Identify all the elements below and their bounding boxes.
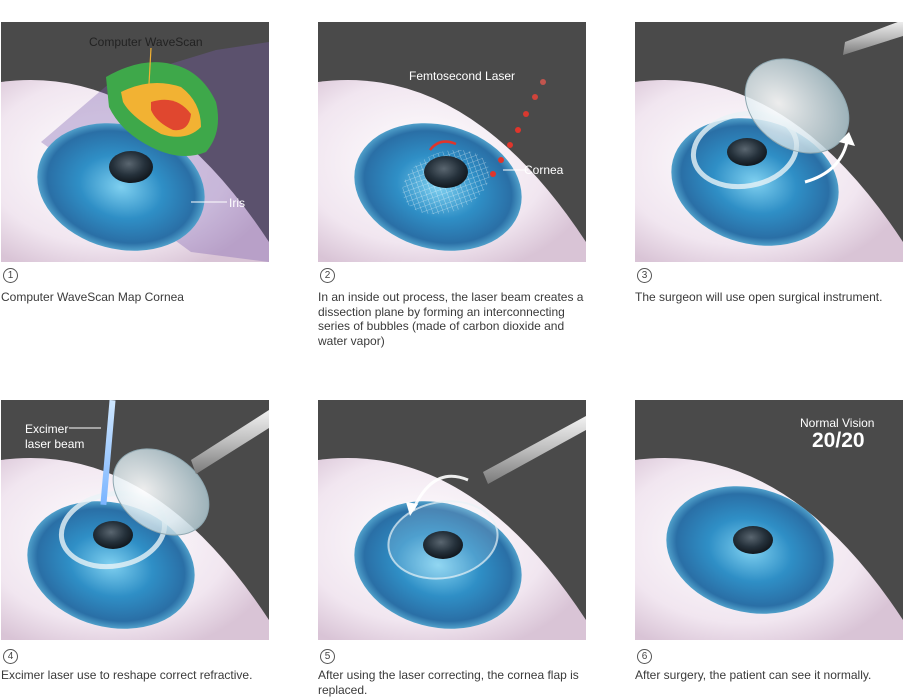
wavescan-map-peak (151, 99, 191, 131)
excimer-beam (100, 400, 116, 506)
corneal-flap (744, 58, 850, 154)
pupil (424, 156, 468, 188)
step-number: 6 (637, 649, 652, 664)
laser-dot (523, 111, 529, 117)
normal-vision-label: Normal Vision (800, 416, 875, 430)
step-number: 3 (637, 268, 652, 283)
step-caption: In an inside out process, the laser beam… (318, 290, 584, 348)
iris (354, 501, 522, 629)
step-caption: Computer WaveScan Map Cornea (1, 290, 184, 304)
excimer-label-line1: Excimer (25, 422, 69, 436)
pupil (733, 526, 773, 554)
lift-arrow-head (839, 132, 855, 146)
surgical-instrument (191, 410, 269, 474)
pupil (93, 521, 133, 549)
corneal-flap (112, 448, 210, 536)
surgical-instrument (483, 416, 586, 484)
panel-flap-lift (635, 22, 903, 262)
femtosecond-laser-label: Femtosecond Laser (409, 69, 516, 83)
laser-path-arrow (429, 140, 457, 151)
surgical-instrument (843, 22, 903, 55)
replace-arrow-head (406, 502, 418, 516)
step-number: 4 (3, 649, 18, 664)
laser-dot (532, 94, 538, 100)
laser-dot (540, 79, 546, 85)
step-caption: Excimer laser use to reshape correct ref… (1, 668, 253, 682)
panel-flap-replaced (318, 400, 586, 640)
excimer-label-line2: laser beam (25, 437, 85, 451)
laser-dot (490, 171, 496, 177)
laser-dot (498, 157, 504, 163)
vision-ratio: 20/20 (812, 429, 865, 452)
step-caption: After using the laser correcting, the co… (318, 668, 579, 697)
panel-femtosecond: Femtosecond Laser Cornea (318, 22, 586, 262)
pupil (423, 531, 463, 559)
cornea-label: Cornea (524, 163, 564, 177)
step-number: 2 (320, 268, 335, 283)
lift-arrow (804, 141, 849, 184)
step-number: 5 (320, 649, 335, 664)
laser-dot (507, 142, 513, 148)
pupil (727, 138, 767, 166)
wavescan-label: Computer WaveScan (89, 35, 203, 49)
panel-excimer: Excimer laser beam (1, 400, 269, 640)
laser-dot (515, 127, 521, 133)
replace-arrow (411, 474, 469, 511)
panel-normal-vision: Normal Vision 20/20 (635, 400, 903, 640)
iris-label: Iris (229, 196, 245, 210)
step-number: 1 (3, 268, 18, 283)
panel-wavescan: Computer WaveScan Iris (1, 22, 269, 262)
laser-dots (490, 79, 546, 177)
step-caption: After surgery, the patient can see it no… (635, 668, 872, 682)
iris (37, 123, 205, 251)
pupil (109, 151, 153, 183)
step-caption: The surgeon will use open surgical instr… (635, 290, 883, 304)
wavescan-pointer (148, 47, 152, 85)
